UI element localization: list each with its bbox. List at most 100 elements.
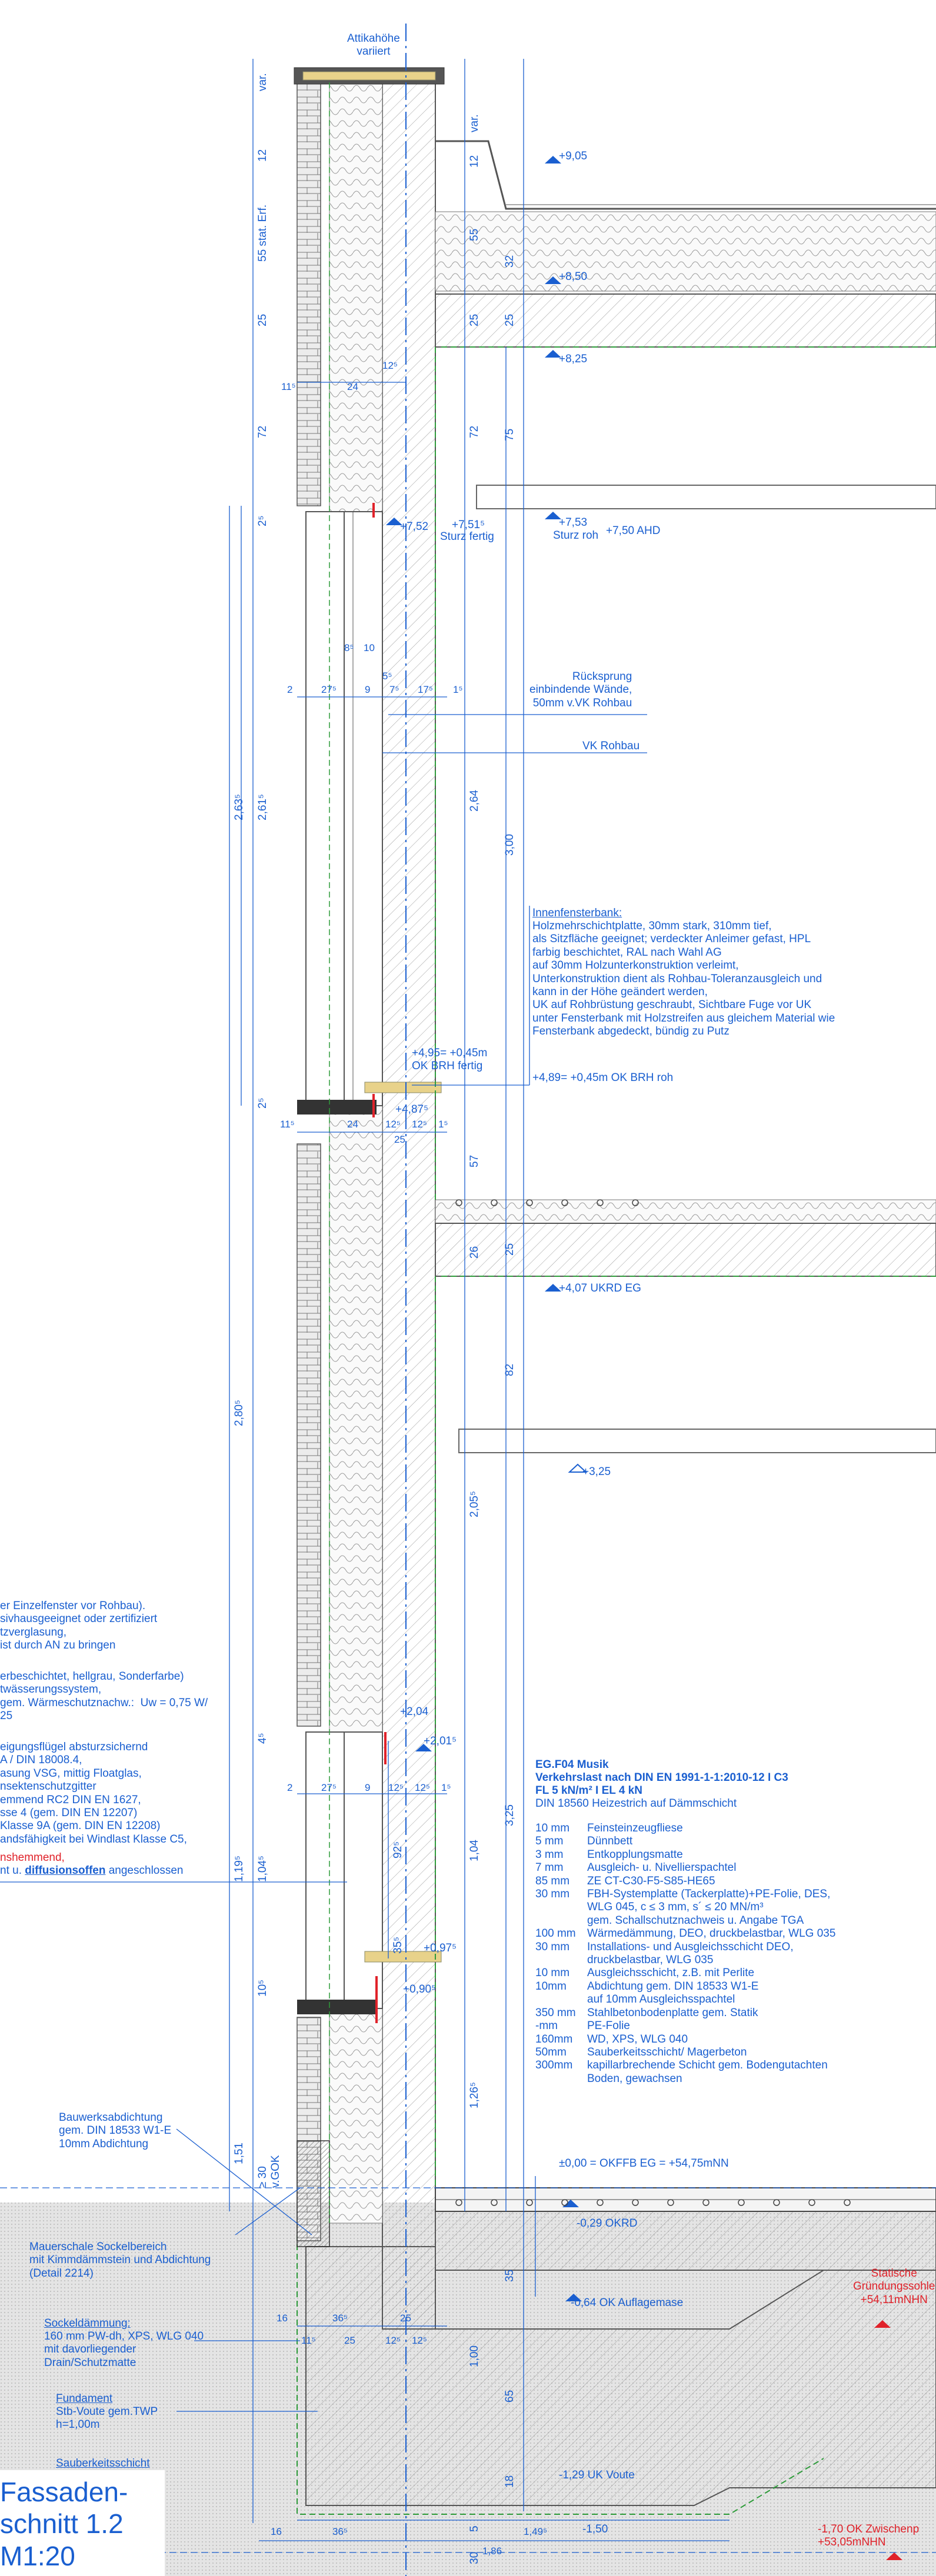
callout-sockel-title: Sockeldämmung: (44, 2317, 131, 2330)
dim-5: 5 (468, 2525, 481, 2532)
floor-layer-row: 50mm Sauberkeitsschicht/ Magerbeton (535, 2046, 924, 2059)
dim-32: 32 (504, 255, 516, 268)
floor-layer-thickness: 5 mm (535, 1835, 564, 1848)
floor-layer-thickness: 160mm (535, 2033, 573, 2046)
brick-facing-middle (297, 1143, 321, 1727)
upper-ceiling-frame (476, 485, 936, 509)
callout-vk-rohbau: VK Rohbau (582, 740, 640, 752)
title-block: Fassaden- schnitt 1.2 M1:20 (0, 2476, 128, 2572)
floor-layer-description: kapillarbrechende Schicht gem. Bodenguta… (587, 2059, 828, 2085)
dim-82-right: 82 (504, 1363, 516, 1376)
level-825: +8,25 (559, 353, 588, 365)
floor-layer-thickness: 30 mm (535, 1940, 570, 1953)
sockel-masonry (297, 2140, 330, 2247)
floor-layer-thickness: 3 mm (535, 1848, 564, 1861)
dim-n2: 2 (287, 1782, 293, 1793)
window-spec-1: er Einzelfenster vor Rohbau). sivhausgee… (0, 1600, 158, 1652)
dim-92: 92⁵ (392, 1841, 404, 1858)
floor-layer-description: Ausgleichsschicht, z.B. mit Perlite (587, 1967, 755, 1980)
window-spec-2: erbeschichtet, hellgrau, Sonderfarbe) tw… (0, 1670, 208, 1723)
level-uk-voute: -1,29 UK Voute (559, 2469, 635, 2481)
level-sturz-fertig-value: +7,51⁵ (452, 519, 485, 531)
floor-layer-thickness: 300mm (535, 2059, 573, 2072)
dim-var-right: var. (468, 114, 481, 132)
dim-m12b: 12⁵ (412, 1119, 427, 1130)
dim-b25: 25 (400, 2313, 411, 2324)
dim-35-right: 35 (504, 2269, 516, 2282)
dim-f16: 16 (271, 2526, 282, 2537)
dim-25s: 25 (504, 313, 516, 326)
dim-vgok: ≥ 30 v.GOK (257, 2155, 282, 2188)
callout-fensterbank-title: Innenfensterbank: (532, 907, 622, 919)
dim-2b-left: 2⁵ (257, 1097, 269, 1109)
dim-c12b: 12⁵ (412, 2335, 427, 2346)
level-850: +8,50 (559, 271, 588, 283)
dim-h27: 27⁵ (321, 684, 337, 695)
floor-layer-description: Ausgleich- u. Nivellierspachtel (587, 1861, 737, 1874)
dim-n12b: 12⁵ (415, 1782, 430, 1793)
dim-325-right: 3,25 (504, 1804, 516, 1826)
floor-layer-description: FBH-Systemplatte (Tackerplatte)+PE-Folie… (587, 1888, 831, 1927)
dim-c11: 11⁵ (301, 2335, 316, 2346)
dim-151-left: 1,51 (233, 2143, 245, 2164)
floor-layer-thickness: 10mm (535, 1980, 567, 1993)
title-line-2: schnitt 1.2 (0, 2508, 124, 2540)
dim-25b-right: 25 (504, 1243, 516, 1256)
floor-layer-row: 85 mm ZE CT-C30-F5-S85-HE65 (535, 1875, 924, 1888)
level-752: +7,52 (400, 520, 429, 533)
dim-264-right: 2,64 (468, 790, 481, 812)
dim-b16: 16 (277, 2313, 288, 2324)
dim-35-inner: 35⁵ (392, 1936, 404, 1954)
dim-57-right: 57 (468, 1154, 481, 1167)
dim-12-left: 12 (257, 149, 269, 162)
floor-layer-description: ZE CT-C30-F5-S85-HE65 (587, 1874, 715, 1887)
dim-m1: 1⁵ (438, 1119, 448, 1130)
dim-12-right: 12 (468, 155, 481, 168)
dim-280-left: 2,80⁵ (233, 1400, 245, 1426)
floor-layer-description: Feinsteinzeugfliese (587, 1822, 683, 1834)
callout-bauwerksabdichtung: Bauwerksabdichtung gem. DIN 18533 W1-E 1… (59, 2111, 172, 2150)
dim-h5: 5⁵ (382, 670, 392, 682)
dim-h12: 12⁵ (382, 360, 398, 371)
floor-layer-description: Entkopplungsmatte (587, 1848, 683, 1861)
dim-h9: 9 (365, 684, 371, 695)
dim-104-left: 1,04⁵ (257, 1856, 269, 1882)
level-sturz-roh: Sturz roh (553, 529, 599, 542)
callout-ruecksprung: Rücksprung einbindende Wände, 50mm v.VK … (529, 670, 632, 709)
dim-c25: 25 (344, 2335, 355, 2346)
level-4875: +4,87⁵ (395, 1103, 428, 1116)
brick-facing-upper (297, 82, 321, 506)
level-150: -1,50 (582, 2523, 608, 2535)
lower-ceiling-frame (458, 1429, 936, 1453)
floor-layer-row: 30 mm Installations- und Ausgleichsschich… (535, 1941, 924, 1967)
floor-layer-description: Sauberkeitsschicht/ Magerbeton (587, 2046, 747, 2058)
window-spec-last: nt u. diffusionsoffen angeschlossen (0, 1864, 184, 1877)
level-zwischen: -1,70 OK Zwischenp +53,05mNHN (818, 2523, 920, 2549)
floor-layer-thickness: 85 mm (535, 1874, 570, 1887)
level-brh-roh: +4,89= +0,45m OK BRH roh (532, 1072, 674, 1084)
floor-layer-thickness: 100 mm (535, 1927, 576, 1940)
floor-layer-row: 300mm kapillarbrechende Schicht gem. Bode… (535, 2059, 924, 2086)
floor-buildup-block: EG.F04 Musik Verkehrslast nach DIN EN 19… (535, 1759, 924, 2086)
dim-n9: 9 (365, 1782, 371, 1793)
floor-layer-thickness: 30 mm (535, 1888, 570, 1901)
dim-m12a: 12⁵ (385, 1119, 401, 1130)
floor-layer-thickness: 50mm (535, 2046, 567, 2058)
floor-layer-description: Dünnbett (587, 1835, 633, 1848)
dim-205-right: 2,05⁵ (468, 1491, 481, 1517)
concrete-slab (435, 2211, 936, 2271)
dim-b36: 36⁵ (332, 2313, 348, 2324)
dim-75: 75 (504, 428, 516, 441)
callout-sockel-text: 160 mm PW-dh, XPS, WLG 040 mit davorlieg… (44, 2330, 204, 2369)
floor-layer-description: Installations- und Ausgleichsschicht DEO… (587, 1940, 794, 1967)
floor-buildup-title: EG.F04 Musik (535, 1759, 609, 1771)
